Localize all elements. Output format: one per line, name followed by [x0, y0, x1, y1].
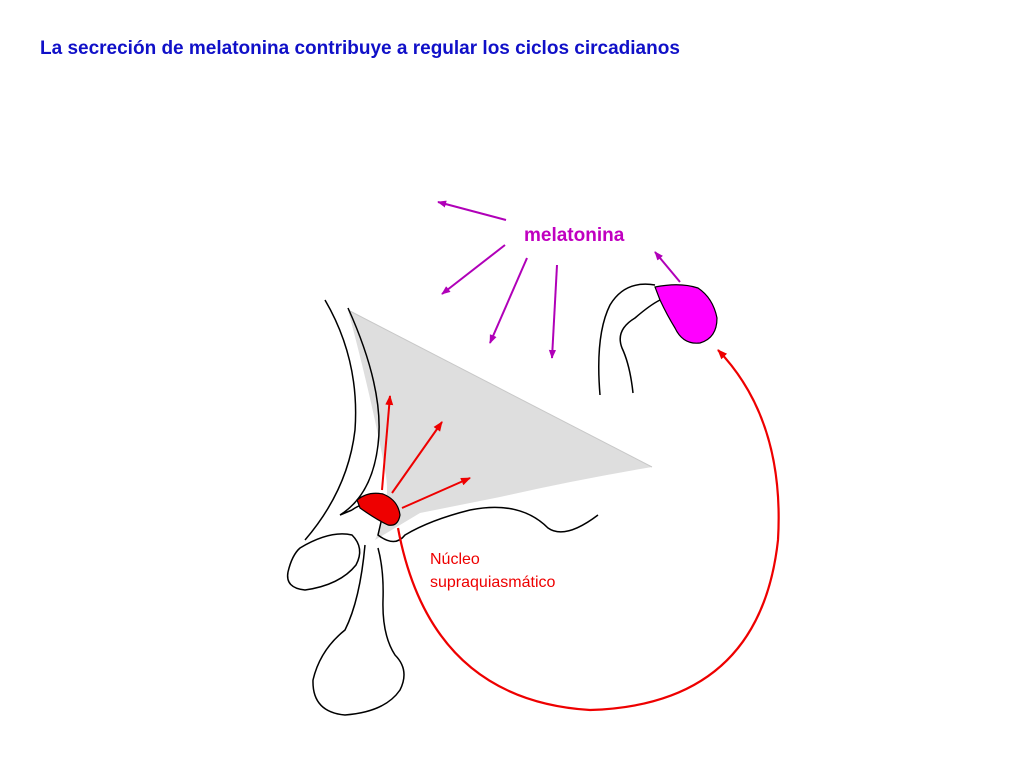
pineal-to-label-arrow [654, 251, 681, 283]
pituitary-outline [312, 544, 405, 716]
melatonin-label: melatonina [524, 225, 625, 246]
slide-title: La secreción de melatonina contribuye a … [40, 38, 680, 59]
scn-arrow-diagonal [391, 421, 443, 494]
scn-label-line2: supraquiasmático [430, 574, 556, 591]
ventricle-wall-inner [339, 307, 380, 516]
melatonin-arrow-4 [548, 264, 558, 359]
hypothalamus-region [348, 310, 652, 540]
scn-arrow-up [381, 395, 394, 491]
scn-arrow-right [401, 477, 471, 509]
pineal-gland [654, 284, 718, 344]
optic-nerve-outline [286, 533, 361, 591]
ventricle-wall-outer [304, 299, 357, 541]
melatonin-arrow-2 [441, 244, 506, 295]
scn-label-line1: Núcleo [430, 551, 480, 568]
scn-to-pineal-arrow [396, 349, 780, 712]
pineal-stalk-outline [598, 283, 661, 396]
melatonin-arrow-3 [489, 257, 528, 344]
hypothalamus-upper-edge [347, 309, 653, 468]
melatonin-arrow-1 [437, 200, 507, 221]
suprachiasmatic-nucleus [356, 492, 401, 526]
